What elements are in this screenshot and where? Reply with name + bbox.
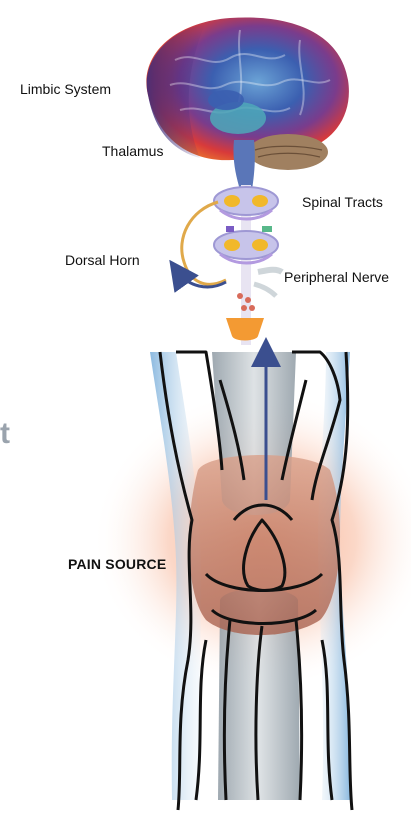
brainstem xyxy=(233,140,254,190)
descending-arrow xyxy=(178,272,226,287)
label-limbic-system: Limbic System xyxy=(20,81,111,97)
label-thalamus: Thalamus xyxy=(102,143,163,159)
label-spinal-tracts: Spinal Tracts xyxy=(302,194,383,210)
stray-glyph: t xyxy=(0,419,10,449)
label-peripheral-nerve: Peripheral Nerve xyxy=(284,269,389,285)
knee xyxy=(92,352,411,810)
nerve-ending xyxy=(226,318,264,341)
label-pain-source: PAIN SOURCE xyxy=(68,556,166,572)
label-dorsal-horn: Dorsal Horn xyxy=(65,252,140,268)
